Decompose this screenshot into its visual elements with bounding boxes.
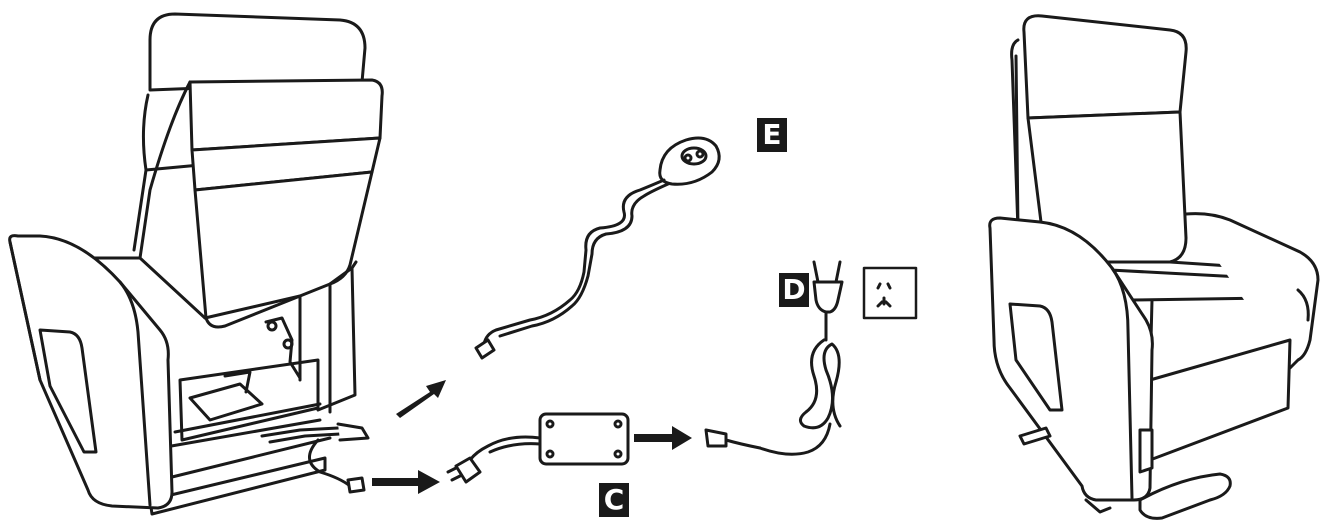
power-plug-icon [704, 260, 844, 456]
arrow-to-remote [396, 380, 446, 418]
chair-motor-cable [260, 422, 370, 494]
wall-outlet-icon [862, 266, 918, 320]
arrow-adapter-to-plug [634, 426, 692, 450]
chair-front-view [988, 14, 1320, 520]
label-d: D [779, 273, 809, 307]
handset-remote-icon [474, 136, 721, 360]
label-e: E [757, 118, 787, 152]
power-adapter-icon [446, 412, 630, 484]
label-c: C [599, 483, 629, 517]
chair-rear-view [8, 12, 384, 516]
arrow-to-adapter [372, 470, 440, 494]
